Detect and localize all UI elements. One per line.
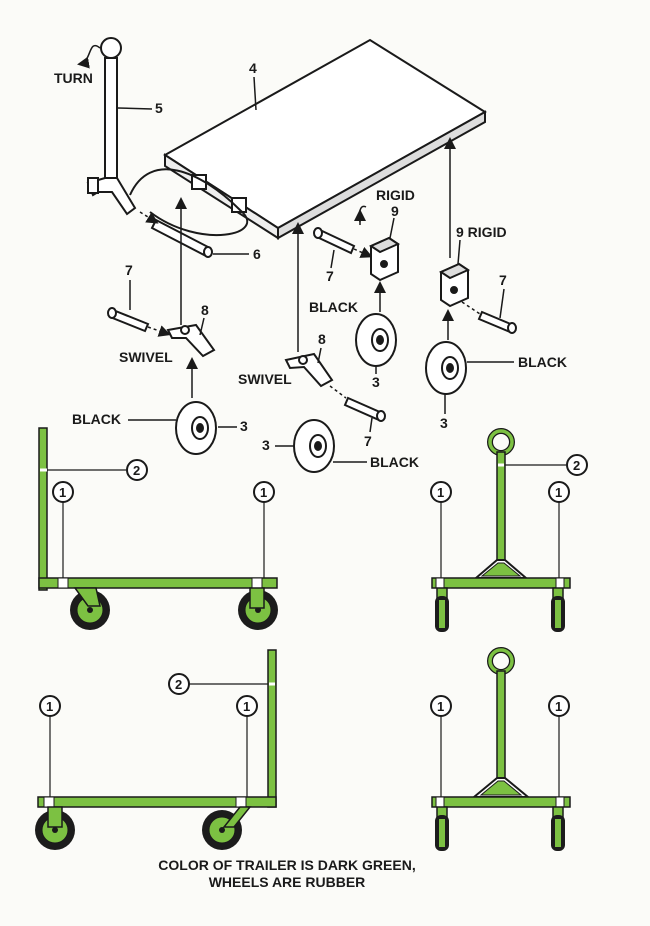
callout-1-front-2-left: 1 [430, 695, 452, 797]
front-view-top [431, 428, 571, 632]
callout-2-text: 2 [573, 458, 580, 473]
part-label-9-rigid: 9 RIGID [456, 224, 507, 240]
leader-9-right [457, 239, 461, 265]
callout-2-front-1: 2 [505, 454, 588, 476]
part-label-8-center: 8 [318, 331, 326, 347]
part-label-3-a: 3 [240, 418, 248, 434]
bolt-right-part-7 [477, 310, 517, 334]
part-label-7-d: 7 [499, 272, 507, 288]
callout-1-text: 1 [437, 699, 444, 714]
wheel-left-part-3 [175, 401, 217, 455]
side-view-handle-right [35, 649, 277, 850]
part-label-3-c: 3 [372, 374, 380, 390]
part-label-3-d: 3 [440, 415, 448, 431]
callout-1-front-1-left: 1 [430, 481, 452, 578]
rigid-label-center: RIGID [376, 187, 415, 203]
callout-1-text: 1 [437, 485, 444, 500]
swivel-bracket-left-part-8 [166, 323, 216, 358]
leader-5 [117, 107, 153, 110]
callout-2-side-2: 2 [168, 673, 268, 695]
part-label-5: 5 [155, 100, 163, 116]
wheel-center-part-3 [293, 419, 335, 473]
leader-7-d [499, 288, 505, 319]
caption-line-2: WHEELS ARE RUBBER [209, 874, 366, 890]
hitch-brackets [129, 168, 249, 237]
callout-2-text: 2 [133, 463, 140, 478]
wheel-rigid-center-part-3 [355, 313, 397, 367]
black-label-center: BLACK [370, 454, 419, 470]
callout-1-text: 1 [243, 699, 250, 714]
swivel-label-left: SWIVEL [119, 349, 173, 365]
leader-7-b [369, 417, 373, 433]
part-label-7-b: 7 [364, 433, 372, 449]
callout-1-side-2-right: 1 [236, 695, 258, 797]
part-label-7-c: 7 [326, 268, 334, 284]
front-view-bottom [431, 647, 571, 851]
bolt-left-part-7 [107, 307, 150, 333]
callout-1-text: 1 [555, 485, 562, 500]
pin-part-6 [150, 218, 213, 258]
part-label-9: 9 [391, 203, 399, 219]
turn-arrow [77, 44, 101, 69]
leader-4 [253, 76, 257, 111]
platform-part-4 [163, 38, 487, 240]
part-label-4: 4 [249, 60, 257, 76]
callout-2-side-1: 2 [47, 459, 148, 481]
side-view-handle-left [38, 427, 278, 630]
callout-1-front-2-right: 1 [548, 695, 570, 797]
swivel-label-center: SWIVEL [238, 371, 292, 387]
part-label-3-b: 3 [262, 437, 270, 453]
rigid-bracket-right-part-9 [438, 262, 471, 308]
bolt-center-up-part-7 [313, 227, 356, 255]
callout-1-front-1-right: 1 [548, 481, 570, 578]
black-label-right: BLACK [518, 354, 567, 370]
bolt-right-arrow [461, 301, 481, 315]
callout-1-text: 1 [260, 485, 267, 500]
swivel-bracket-center-part-8 [284, 352, 334, 388]
bolt-left-arrow [147, 325, 171, 337]
bolt-center-up-arrow [353, 246, 373, 258]
wheel-right-part-3 [425, 341, 467, 395]
handle-part-5 [86, 37, 137, 216]
leader-8-center [317, 347, 322, 364]
callout-2-text: 2 [175, 677, 182, 692]
callout-1-text: 1 [59, 485, 66, 500]
bolt-center-low-arrow [329, 385, 347, 399]
turn-label: TURN [54, 70, 93, 86]
callout-1-side-2-left: 1 [39, 695, 61, 797]
black-label-rigid-center: BLACK [309, 299, 358, 315]
black-label-left: BLACK [72, 411, 121, 427]
caption-line-1: COLOR OF TRAILER IS DARK GREEN, [158, 857, 415, 873]
leader-8-left [199, 317, 205, 336]
leader-7-c [330, 249, 335, 269]
part-label-8-left: 8 [201, 302, 209, 318]
rigid-bracket-center-part-9 [368, 236, 401, 282]
callout-1-text: 1 [46, 699, 53, 714]
leader-9 [389, 217, 395, 239]
part-label-6: 6 [253, 246, 261, 262]
callout-1-side-1-right: 1 [253, 481, 275, 578]
callout-1-side-1-left: 1 [52, 481, 74, 578]
callout-1-text: 1 [555, 699, 562, 714]
part-label-7-a: 7 [125, 262, 133, 278]
bolt-center-low-part-7 [343, 396, 386, 422]
